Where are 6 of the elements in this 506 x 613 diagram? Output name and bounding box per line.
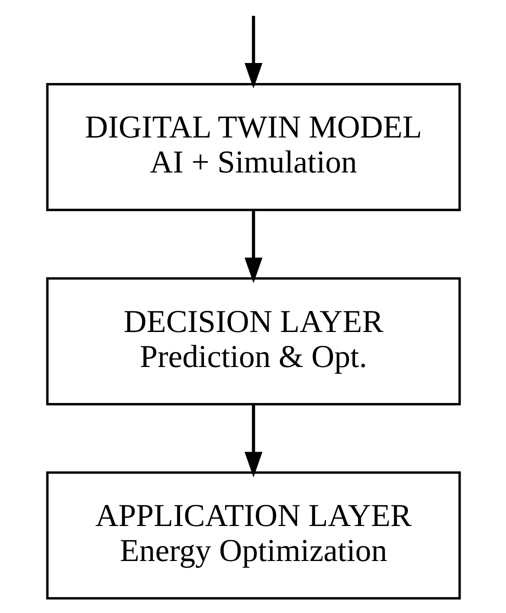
- node-box: APPLICATION LAYER Energy Optimization: [46, 471, 460, 600]
- arrow: [244, 210, 262, 284]
- arrow: [244, 404, 262, 478]
- node-box: DECISION LAYER Prediction & Opt.: [46, 277, 460, 406]
- node-box: DIGITAL TWIN MODEL AI + Simulation: [46, 83, 460, 212]
- arrow: [244, 16, 262, 88]
